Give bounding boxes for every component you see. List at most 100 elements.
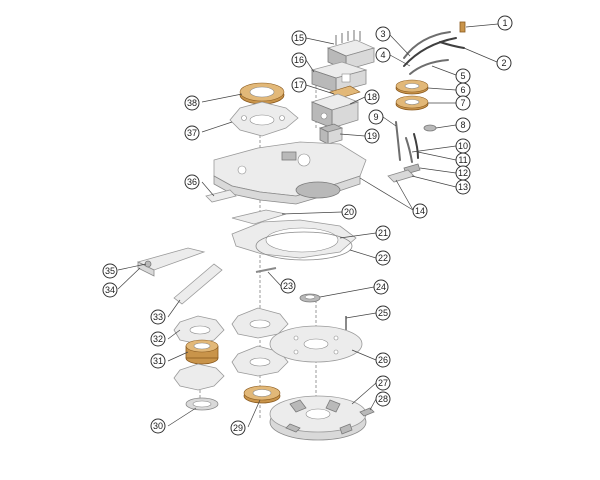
callout-19: 19	[364, 128, 380, 144]
part-24-washer	[299, 293, 321, 303]
part-38-bronze-ring	[239, 82, 285, 105]
callout-13: 13	[455, 179, 471, 195]
callout-21: 21	[375, 225, 391, 241]
part-32-star-plate	[173, 315, 225, 345]
part-18-drive-block	[310, 93, 360, 129]
svg-text:24: 24	[376, 282, 386, 292]
part-22-ring-plate	[255, 231, 353, 261]
svg-text:35: 35	[105, 266, 115, 276]
svg-text:9: 9	[373, 112, 378, 122]
callout-31: 31	[150, 353, 166, 369]
callout-36: 36	[184, 174, 200, 190]
callout-37: 37	[184, 125, 200, 141]
part-10-cable	[405, 137, 413, 163]
part-28-screw	[359, 407, 375, 417]
svg-text:29: 29	[233, 423, 243, 433]
part-37-star-plate	[229, 101, 299, 137]
svg-text:6: 6	[460, 85, 465, 95]
part-5-cable	[409, 59, 449, 75]
part-29-bronze-ring	[243, 385, 281, 404]
part-8-nut	[423, 124, 437, 132]
callout-30: 30	[150, 418, 166, 434]
svg-text:19: 19	[367, 131, 377, 141]
callout-5: 5	[455, 68, 471, 84]
svg-text:15: 15	[294, 33, 304, 43]
svg-text:32: 32	[153, 334, 163, 344]
callout-11: 11	[455, 152, 471, 168]
svg-text:31: 31	[153, 356, 163, 366]
callout-27: 27	[375, 375, 391, 391]
svg-text:36: 36	[187, 177, 197, 187]
svg-text:38: 38	[187, 98, 197, 108]
part-1-cable-end	[459, 21, 466, 33]
callout-24: 24	[373, 279, 389, 295]
callout-8: 8	[455, 117, 471, 133]
part-27-base-flange	[269, 395, 367, 441]
callout-26: 26	[375, 352, 391, 368]
main-chassis	[213, 141, 367, 205]
svg-text:23: 23	[283, 281, 293, 291]
part-11-cable	[413, 133, 419, 159]
callout-29: 29	[230, 420, 246, 436]
part-3-cable	[403, 31, 451, 59]
svg-text:27: 27	[378, 378, 388, 388]
svg-text:12: 12	[458, 168, 468, 178]
svg-text:1: 1	[502, 18, 507, 28]
part-center-star-plate-upper	[231, 307, 289, 339]
svg-text:37: 37	[187, 128, 197, 138]
svg-text:2: 2	[501, 58, 506, 68]
callout-2: 2	[496, 55, 512, 71]
callout-34: 34	[102, 282, 118, 298]
callout-38: 38	[184, 95, 200, 111]
svg-text:33: 33	[153, 312, 163, 322]
part-31-bronze-bearing	[185, 339, 219, 365]
callout-1: 1	[497, 15, 513, 31]
svg-text:14: 14	[415, 206, 425, 216]
callout-23: 23	[280, 278, 296, 294]
svg-text:25: 25	[378, 308, 388, 318]
callout-35: 35	[102, 263, 118, 279]
part-19-spacer-block	[318, 123, 344, 145]
part-lower-star-plate-left	[173, 363, 225, 391]
svg-text:18: 18	[367, 92, 377, 102]
svg-text:10: 10	[458, 141, 468, 151]
svg-text:11: 11	[458, 155, 467, 165]
svg-text:28: 28	[378, 394, 388, 404]
part-26-large-flange	[269, 325, 363, 363]
part-36-mounting-tab	[205, 189, 237, 203]
callout-6: 6	[455, 82, 471, 98]
part-30-retaining-ring	[185, 397, 219, 411]
callout-9: 9	[368, 109, 384, 125]
part-9-cable	[395, 121, 401, 161]
leader-lines	[117, 23, 499, 428]
svg-text:20: 20	[344, 207, 354, 217]
callout-10: 10	[455, 138, 471, 154]
callout-15: 15	[291, 30, 307, 46]
part-center-star-plate-lower	[231, 345, 289, 377]
svg-text:4: 4	[380, 50, 385, 60]
part-6-bronze-ring	[395, 79, 429, 95]
callout-32: 32	[150, 331, 166, 347]
svg-text:3: 3	[380, 29, 385, 39]
part-33-angled-plate	[173, 263, 223, 305]
part-2-cable	[439, 41, 465, 49]
part-23-pin	[255, 267, 277, 273]
svg-text:26: 26	[378, 355, 388, 365]
callout-17: 17	[291, 77, 307, 93]
svg-text:7: 7	[460, 98, 465, 108]
part-7-bronze-ring	[395, 95, 429, 111]
callout-16: 16	[291, 52, 307, 68]
svg-text:16: 16	[294, 55, 304, 65]
part-16-housing-box	[310, 61, 368, 93]
svg-text:17: 17	[294, 80, 304, 90]
svg-text:13: 13	[458, 182, 468, 192]
svg-text:30: 30	[153, 421, 163, 431]
svg-text:34: 34	[105, 285, 115, 295]
part-13-bracket	[387, 169, 415, 183]
svg-text:21: 21	[378, 228, 388, 238]
svg-text:22: 22	[378, 253, 388, 263]
callout-3: 3	[375, 26, 391, 42]
callout-12: 12	[455, 165, 471, 181]
callout-28: 28	[375, 391, 391, 407]
